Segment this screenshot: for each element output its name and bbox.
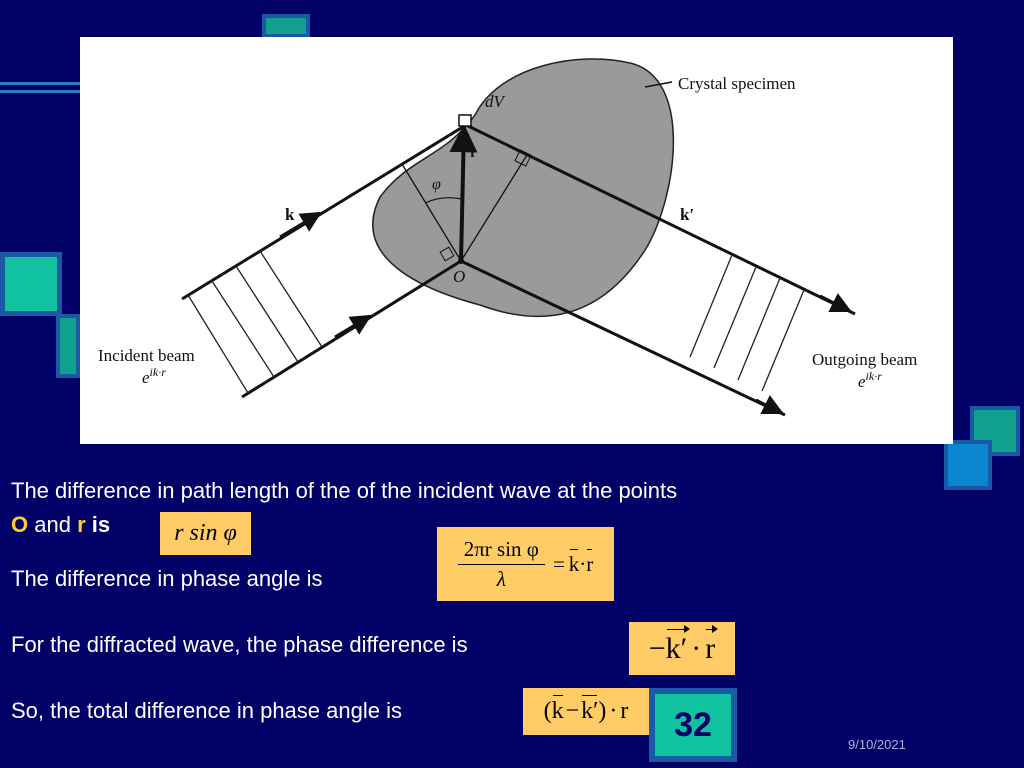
and-text: and xyxy=(28,512,78,537)
deco-square-left-2 xyxy=(56,314,80,378)
formula-phase-angle: 2πr sin φ λ = k · r xyxy=(437,527,614,601)
crystal-leader-line xyxy=(644,81,673,88)
total-r: r xyxy=(620,698,629,724)
crystal-label: Crystal specimen xyxy=(678,74,796,93)
point-o: O xyxy=(11,512,29,537)
outgoing-wavefronts xyxy=(689,254,805,392)
incident-wavefronts xyxy=(187,250,323,394)
k-label: k xyxy=(285,205,295,224)
diffracted-dot: · xyxy=(691,631,702,665)
total-dot: · xyxy=(609,698,618,724)
formula-rsinphi-text: r sin φ xyxy=(174,520,237,546)
projection-outgoing xyxy=(460,154,528,262)
total-k-vector: k xyxy=(551,695,564,724)
right-angle-mark-1 xyxy=(439,246,455,262)
total-open-paren: ( xyxy=(543,698,552,724)
deco-square-top xyxy=(262,14,310,38)
dv-volume-element xyxy=(458,114,472,127)
kprime-arrow xyxy=(819,293,852,313)
k-arrow xyxy=(279,211,322,239)
diffraction-diagram: Crystal specimen dV r φ k k′ O Incident … xyxy=(80,37,953,444)
formula-rsinphi: r sin φ xyxy=(160,512,251,555)
page-number-badge: 32 xyxy=(649,688,737,762)
diffracted-r-vector: r xyxy=(705,624,719,665)
phase-k-vector: k xyxy=(568,548,580,576)
incident-ray-top xyxy=(181,123,467,301)
r-label: r xyxy=(470,145,477,161)
deco-square-left-1 xyxy=(0,252,62,316)
phase-equals: = xyxy=(552,551,565,576)
right-angle-mark-2 xyxy=(514,149,532,167)
origin-point xyxy=(458,258,464,264)
diffracted-kprime-vector: k′ xyxy=(665,624,690,665)
outgoing-beam-expr: eik·r xyxy=(858,369,882,391)
deco-square-right-2 xyxy=(944,440,992,490)
origin-label: O xyxy=(453,267,465,286)
crystal-specimen-shape xyxy=(372,58,675,318)
total-close-paren: ) xyxy=(598,698,607,724)
deco-rail-top xyxy=(0,82,80,85)
projection-incident xyxy=(401,163,462,262)
phase-dot: · xyxy=(579,551,587,576)
diffracted-minus: − xyxy=(648,631,666,665)
outgoing-beam-label: Outgoing beam xyxy=(812,350,917,369)
points-text: O and r is xyxy=(11,512,110,538)
incident-beam-expr: eik·r xyxy=(142,365,166,387)
formula-total-phase: ( k − k′ ) · r xyxy=(523,688,649,735)
total-phase-text: So, the total difference in phase angle … xyxy=(11,698,402,723)
total-kprime-vector: k′ xyxy=(581,695,599,724)
incident-bottom-arrow xyxy=(334,314,372,339)
page-number: 32 xyxy=(674,705,712,744)
phase-r-vector: r xyxy=(586,548,594,576)
phase-fraction-denominator: λ xyxy=(496,566,506,591)
path-length-text: The difference in path length of the of … xyxy=(11,478,678,503)
slide-date: 9/10/2021 xyxy=(848,737,906,752)
incident-beam-label: Incident beam xyxy=(98,346,195,365)
phi-arc xyxy=(424,197,463,204)
phase-fraction-numerator: 2πr sin φ xyxy=(457,537,545,565)
dv-label: dV xyxy=(485,92,507,111)
diffraction-svg: Crystal specimen dV r φ k k′ O Incident … xyxy=(98,58,917,417)
incident-ray-bottom xyxy=(241,259,462,399)
outgoing-ray-bottom xyxy=(460,259,786,417)
kprime-label: k′ xyxy=(680,205,694,224)
phase-fraction: 2πr sin φ λ xyxy=(457,537,545,592)
total-minus: − xyxy=(565,698,580,724)
r-vector xyxy=(449,124,478,262)
diffracted-wave-text: For the diffracted wave, the phase diffe… xyxy=(11,632,468,657)
point-r: r xyxy=(77,512,86,537)
formula-diffracted-phase: − k′ · r xyxy=(629,622,735,675)
is-text: is xyxy=(85,512,111,537)
deco-rail-top-2 xyxy=(0,90,80,93)
phase-angle-text: The difference in phase angle is xyxy=(11,566,323,591)
phi-label: φ xyxy=(432,176,441,193)
outgoing-bottom-arrow xyxy=(755,395,784,415)
